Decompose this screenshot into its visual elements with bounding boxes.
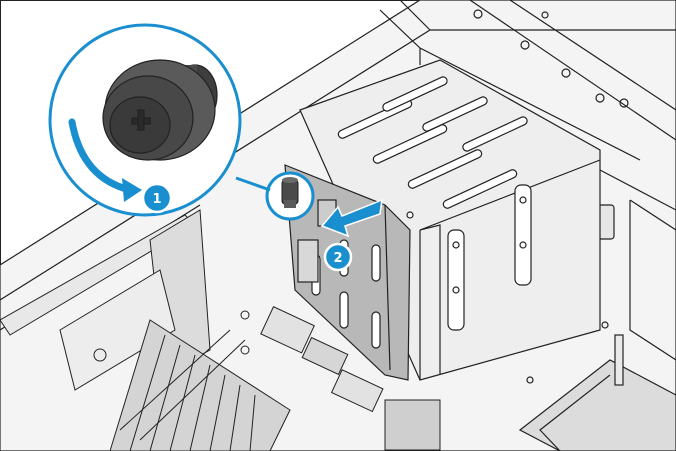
step-2-callout: 2 [323,242,353,272]
step-2-number: 2 [333,251,342,266]
system-board-area [0,209,441,451]
curved-arrow-icon [68,118,142,202]
thumbscrew-detail-magnifier [48,23,271,217]
thumbscrew-icon [265,171,315,221]
step-1-callout: 1 [141,182,173,214]
arrow-left-icon [320,198,383,238]
thumbscrew-closeup-icon [102,59,218,161]
drive-cage [299,59,601,381]
step-1-number: 1 [152,192,161,207]
